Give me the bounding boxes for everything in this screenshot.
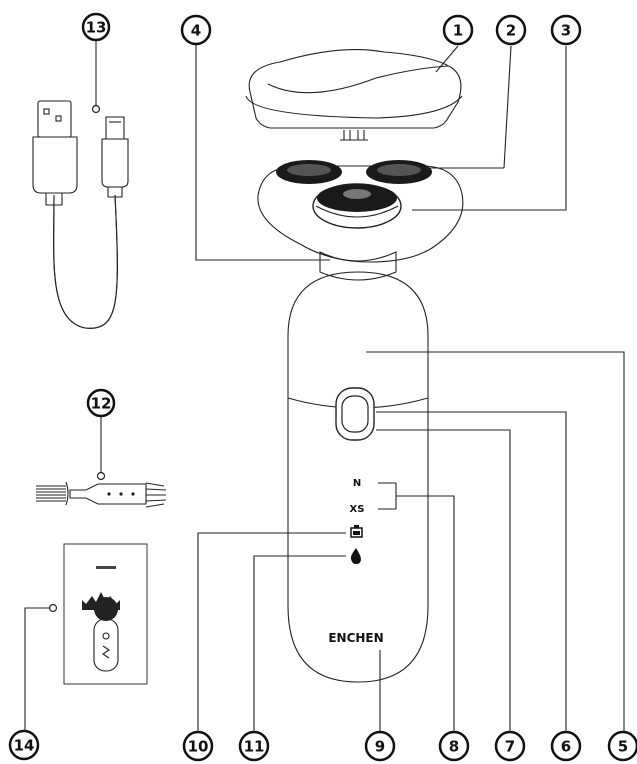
callout-5: 5: [607, 730, 637, 762]
mode-n-label: N: [353, 478, 361, 489]
svg-text:10: 10: [188, 738, 209, 756]
svg-text:12: 12: [91, 395, 112, 413]
water-drop-icon: [350, 548, 361, 564]
svg-text:6: 6: [561, 738, 571, 756]
svg-text:11: 11: [244, 738, 265, 756]
callout-11: 11: [238, 730, 270, 762]
svg-text:2: 2: [506, 22, 516, 40]
callout-7: 7: [494, 730, 526, 762]
power-button[interactable]: [335, 387, 375, 441]
svg-text:8: 8: [449, 738, 459, 756]
svg-text:3: 3: [561, 22, 571, 40]
svg-text:5: 5: [618, 738, 628, 756]
callout-2: 2: [495, 14, 527, 46]
callout-dot-14: [48, 603, 58, 613]
user-manual-card: [63, 543, 148, 685]
usb-cable: [32, 100, 129, 329]
svg-text:9: 9: [375, 738, 385, 756]
callout-4: 4: [180, 14, 212, 46]
mode-xs-label: XS: [350, 504, 365, 515]
callout-9: 9: [364, 730, 396, 762]
callout-dot-12: [96, 471, 106, 481]
callout-14: 14: [8, 729, 40, 761]
cleaning-brush: [36, 481, 167, 508]
shaver-body: N XS ENCHEN: [287, 271, 429, 683]
svg-text:1: 1: [453, 22, 463, 40]
callout-1: 1: [442, 14, 474, 46]
svg-text:4: 4: [191, 22, 201, 40]
shaver-head: [257, 160, 464, 281]
svg-text:14: 14: [14, 737, 35, 755]
callout-3: 3: [550, 14, 582, 46]
callout-12: 12: [86, 388, 116, 418]
brand-logo: ENCHEN: [328, 631, 383, 645]
callout-6: 6: [550, 730, 582, 762]
protective-cap: [245, 49, 463, 141]
callout-dot-13: [91, 104, 101, 114]
callout-8: 8: [438, 730, 470, 762]
svg-text:7: 7: [505, 738, 515, 756]
callout-10: 10: [182, 730, 214, 762]
svg-text:13: 13: [86, 19, 107, 37]
callout-13: 13: [81, 12, 111, 42]
battery-icon: [350, 525, 363, 538]
